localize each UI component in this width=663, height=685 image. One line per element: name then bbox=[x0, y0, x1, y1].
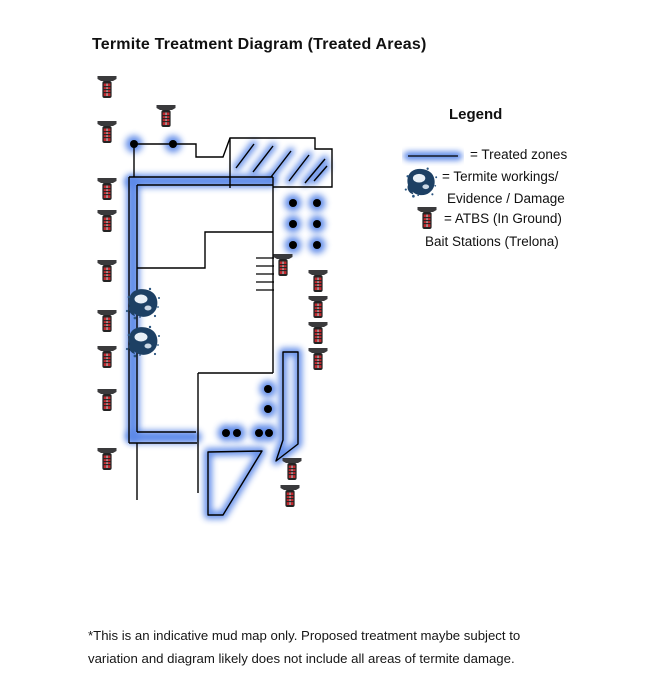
treated-shape-outline bbox=[275, 351, 299, 462]
termite-workings-icon bbox=[125, 287, 160, 320]
treated-dot bbox=[233, 429, 241, 437]
treated-dot bbox=[289, 199, 297, 207]
bait-station-icon bbox=[97, 260, 117, 282]
bait-station-icon bbox=[308, 348, 328, 370]
treated-dot bbox=[265, 429, 273, 437]
bait-station-icon bbox=[97, 346, 117, 368]
bait-station-icon bbox=[97, 448, 117, 470]
hatch-line bbox=[252, 145, 274, 173]
treated-shape-outline bbox=[207, 450, 263, 516]
bait-station-icon bbox=[280, 485, 300, 507]
bait-station-icon bbox=[97, 389, 117, 411]
treated-dot bbox=[313, 199, 321, 207]
bait-station-icon bbox=[97, 121, 117, 143]
treated-dot bbox=[255, 429, 263, 437]
hatch-line bbox=[235, 143, 255, 169]
bait-station-icon bbox=[273, 254, 293, 276]
treated-dot bbox=[169, 140, 177, 148]
treated-dot bbox=[264, 405, 272, 413]
treated-dot bbox=[289, 241, 297, 249]
wall-line bbox=[134, 137, 333, 188]
treated-dot bbox=[222, 429, 230, 437]
bait-station-icon bbox=[97, 178, 117, 200]
bait-station-icon bbox=[97, 210, 117, 232]
treated-dot bbox=[313, 220, 321, 228]
wall-line bbox=[137, 231, 273, 269]
bait-station-icon bbox=[282, 458, 302, 480]
treated-dot bbox=[289, 220, 297, 228]
bait-station-icon bbox=[308, 322, 328, 344]
hatch-line bbox=[313, 165, 328, 182]
bait-station-icon bbox=[97, 76, 117, 98]
hatch-line bbox=[304, 158, 326, 184]
treated-zone-glow bbox=[272, 348, 302, 465]
bait-station-icon bbox=[97, 310, 117, 332]
disclaimer-line-1: *This is an indicative mud map only. Pro… bbox=[88, 628, 521, 643]
disclaimer-line-2: variation and diagram likely does not in… bbox=[88, 651, 515, 666]
treated-dot bbox=[264, 385, 272, 393]
hatch-line bbox=[270, 150, 292, 178]
treated-dot bbox=[313, 241, 321, 249]
treated-dot bbox=[130, 140, 138, 148]
bait-station-icon bbox=[156, 105, 176, 127]
bait-station-icon bbox=[308, 296, 328, 318]
termite-workings-icon bbox=[125, 325, 160, 358]
treated-zone-glow bbox=[204, 447, 266, 519]
page-title: Termite Treatment Diagram (Treated Areas… bbox=[92, 36, 427, 53]
bait-station-icon bbox=[308, 270, 328, 292]
hatch-line bbox=[288, 154, 310, 182]
